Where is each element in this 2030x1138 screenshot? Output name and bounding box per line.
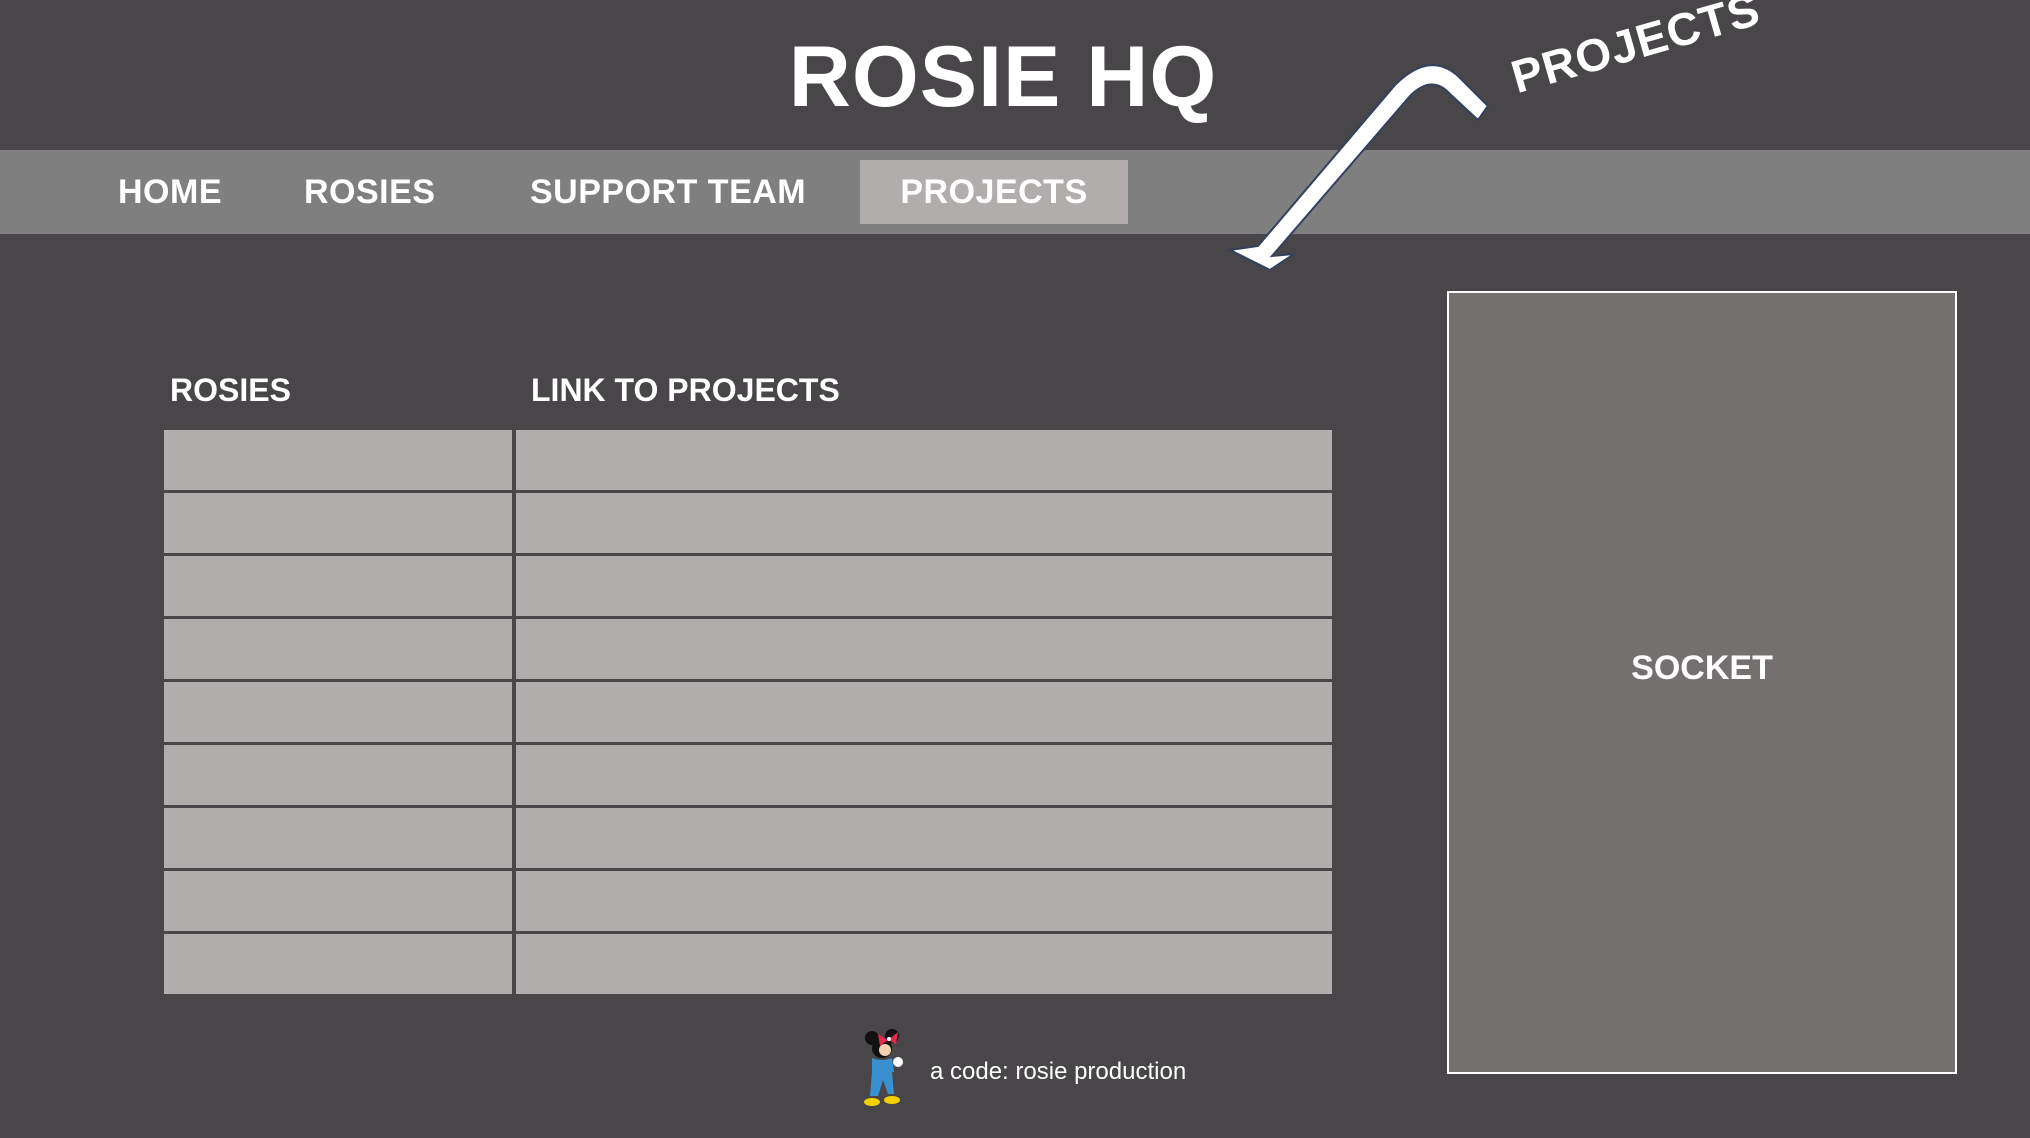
rosie-cell[interactable] xyxy=(164,808,512,868)
nav-support-team[interactable]: SUPPORT TEAM xyxy=(530,173,807,211)
socket-label: SOCKET xyxy=(1631,649,1773,687)
annotation-arrow xyxy=(1226,64,1490,270)
project-link-cell[interactable] xyxy=(516,682,1332,742)
project-link-cell[interactable] xyxy=(516,934,1332,994)
table-row xyxy=(164,682,1332,742)
rosie-cell[interactable] xyxy=(164,430,512,490)
page-title-text: ROSIE HQ xyxy=(788,29,1218,125)
table-row xyxy=(164,430,1332,490)
footer-text: a code: rosie production xyxy=(930,1058,1187,1085)
project-link-cell[interactable] xyxy=(516,745,1332,805)
minnie-mouse-icon xyxy=(864,1029,903,1106)
nav-rosies[interactable]: ROSIES xyxy=(304,173,436,211)
nav-projects[interactable]: PROJECTS xyxy=(860,160,1128,224)
table-row xyxy=(164,871,1332,931)
page-title: ROSIE HQ xyxy=(0,28,2030,127)
project-link-cell[interactable] xyxy=(516,556,1332,616)
table-row xyxy=(164,493,1332,553)
project-link-cell[interactable] xyxy=(516,871,1332,931)
rosie-cell[interactable] xyxy=(164,871,512,931)
table-row xyxy=(164,556,1332,616)
socket-panel: SOCKET xyxy=(1447,291,1957,1074)
footer: a code: rosie production xyxy=(858,1028,1186,1112)
table-row xyxy=(164,745,1332,805)
project-link-cell[interactable] xyxy=(516,808,1332,868)
table-row xyxy=(164,934,1332,994)
rosie-cell[interactable] xyxy=(164,493,512,553)
rosie-cell[interactable] xyxy=(164,934,512,994)
column-header-rosies: ROSIES xyxy=(170,372,291,408)
table-row xyxy=(164,808,1332,868)
nav-bar: HOME ROSIES SUPPORT TEAM PROJECTS xyxy=(0,150,2030,234)
rosie-cell[interactable] xyxy=(164,682,512,742)
rosie-cell[interactable] xyxy=(164,619,512,679)
rosie-cell[interactable] xyxy=(164,745,512,805)
project-link-cell[interactable] xyxy=(516,619,1332,679)
project-link-cell[interactable] xyxy=(516,493,1332,553)
project-link-cell[interactable] xyxy=(516,430,1332,490)
column-header-link-to-projects: LINK TO PROJECTS xyxy=(531,372,840,408)
nav-home[interactable]: HOME xyxy=(118,173,222,211)
rosie-cell[interactable] xyxy=(164,556,512,616)
table-row xyxy=(164,619,1332,679)
projects-table xyxy=(164,430,1332,997)
